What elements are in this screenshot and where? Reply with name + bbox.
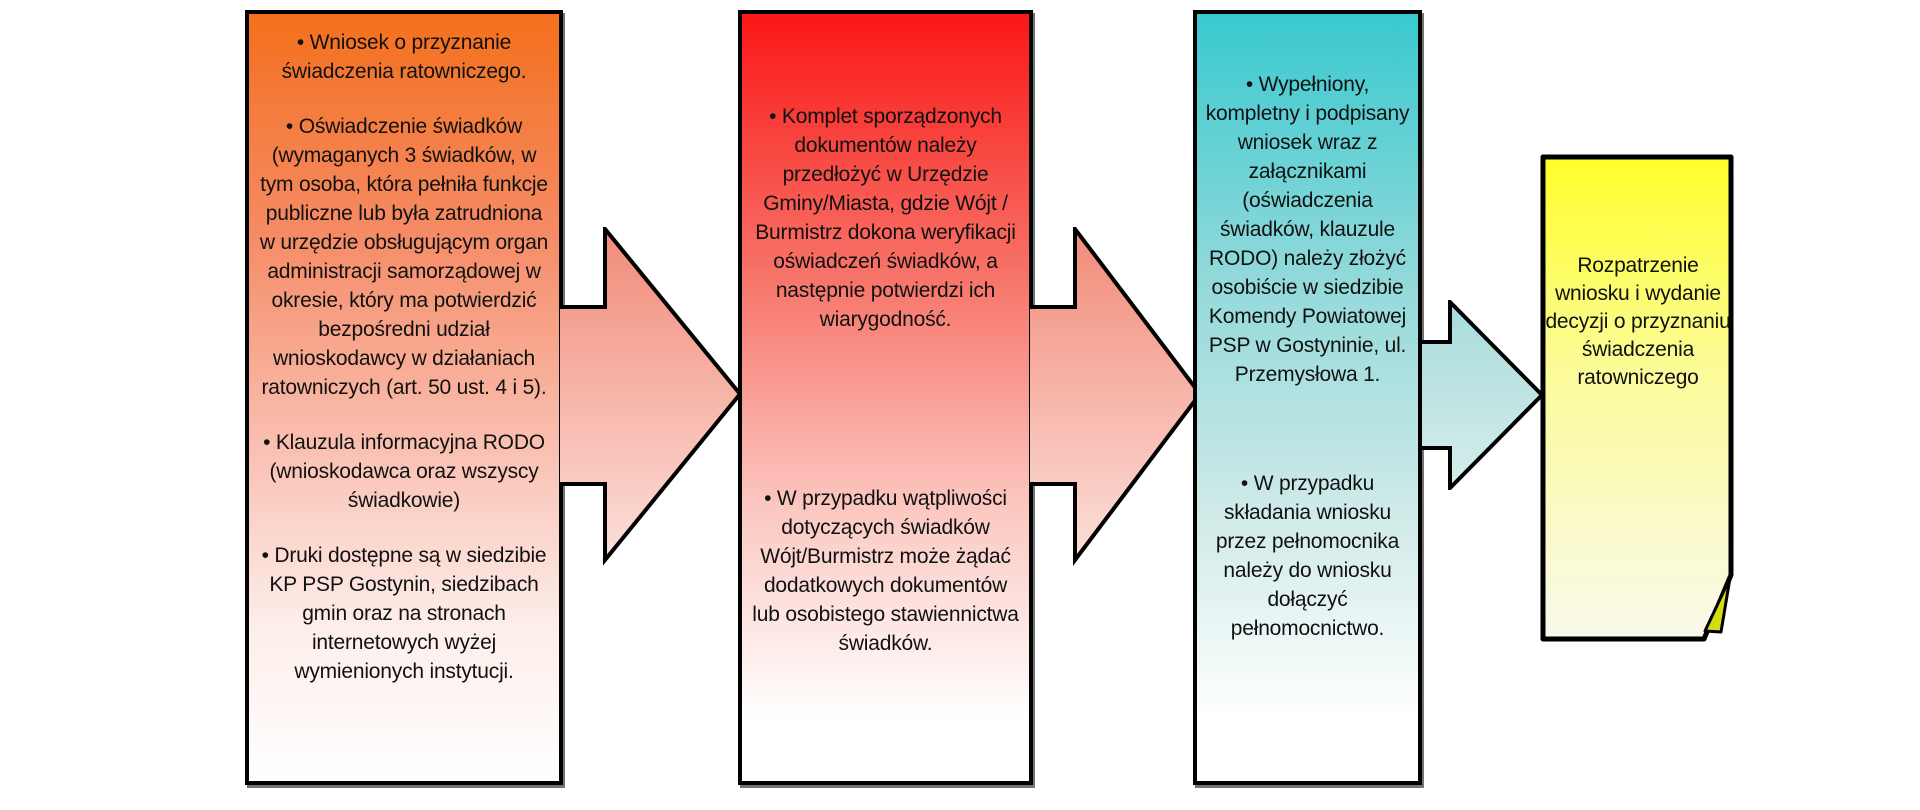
bullet-item: • Komplet sporządzonych dokumentów należ… bbox=[755, 105, 1016, 331]
flow-arrow-3 bbox=[1422, 300, 1545, 490]
bullet-item: • Wypełniony, kompletny i podpisany wnio… bbox=[1205, 73, 1410, 386]
bullet-item: • Oświadczenie świadków (wymaganych 3 św… bbox=[259, 115, 549, 399]
arrow-shape bbox=[560, 227, 743, 566]
step-box-documents: • Wniosek o przyznanie świadczenia ratow… bbox=[245, 10, 563, 785]
step-box-verification: • Komplet sporządzonych dokumentów należ… bbox=[738, 10, 1033, 785]
bullet-item: • Druki dostępne są w siedzibie KP PSP G… bbox=[261, 544, 547, 683]
decision-note-text: Rozpatrzenie wniosku i wydanie decyzji o… bbox=[1545, 254, 1731, 389]
flow-arrow-2 bbox=[1030, 227, 1203, 566]
step-box-submission: • Wypełniony, kompletny i podpisany wnio… bbox=[1193, 10, 1422, 785]
note-fold-corner bbox=[1703, 576, 1732, 634]
bullet-item: • Klauzula informacyjna RODO (wnioskodaw… bbox=[263, 431, 545, 512]
flow-arrow-1 bbox=[560, 227, 743, 566]
arrow-shape bbox=[1030, 227, 1203, 566]
note-shape bbox=[1540, 154, 1734, 642]
arrow-shape bbox=[1422, 300, 1545, 490]
bullet-item: • Wniosek o przyznanie świadczenia ratow… bbox=[281, 31, 527, 83]
decision-note bbox=[1540, 154, 1734, 642]
bullet-item: • W przypadku wątpliwości dotyczących św… bbox=[752, 487, 1019, 655]
bullet-item: • W przypadku składania wniosku przez pe… bbox=[1215, 472, 1400, 640]
